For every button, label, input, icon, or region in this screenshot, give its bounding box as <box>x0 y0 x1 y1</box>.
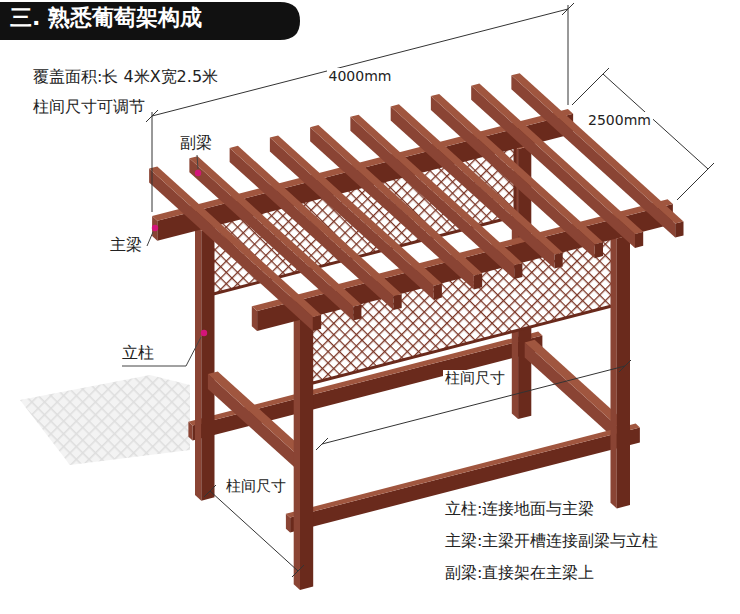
secondary-beam <box>431 94 603 244</box>
secondary-beam <box>149 167 321 317</box>
dimension-lines <box>146 3 714 577</box>
tick <box>146 110 158 122</box>
adjust-note: 柱间尺寸可调节 <box>33 98 145 116</box>
dimension-line <box>210 491 298 571</box>
description-note: 立柱:连接地面与主梁 <box>445 500 594 518</box>
secondary-beam <box>230 146 402 296</box>
ground-rail <box>286 424 640 518</box>
post <box>195 225 201 501</box>
post <box>300 317 313 590</box>
secondary-beam <box>511 75 675 237</box>
tick <box>204 485 216 497</box>
post <box>294 314 300 590</box>
ground-rail <box>290 427 640 532</box>
dimension-label: 4000mm <box>327 68 394 84</box>
description-note: 副梁:直接架在主梁上 <box>445 564 594 582</box>
secondary-beam <box>434 284 442 300</box>
part-label: 立柱 <box>122 344 154 362</box>
leader-line <box>197 155 198 169</box>
callout-dot <box>195 170 201 176</box>
secondary-beam <box>635 232 643 248</box>
part-label: 副梁 <box>180 134 212 152</box>
extension-line <box>568 5 569 105</box>
ground-shadow <box>20 375 190 465</box>
secondary-beam <box>391 104 563 254</box>
secondary-beam <box>514 263 522 279</box>
pergola <box>149 73 683 590</box>
secondary-beam <box>310 125 482 275</box>
dimension-line <box>152 9 568 116</box>
side-rail <box>208 374 300 473</box>
post <box>201 227 214 500</box>
secondary-beam <box>313 315 321 331</box>
secondary-beam <box>189 156 361 306</box>
tick <box>597 68 609 80</box>
extension-line <box>152 112 153 212</box>
tick <box>292 565 304 577</box>
description-note: 主梁:主梁开槽连接副梁与立柱 <box>445 532 658 550</box>
dimension-label: 柱间尺寸 <box>443 370 507 387</box>
leader-line <box>147 232 153 246</box>
callout-dot <box>152 225 158 231</box>
tick <box>316 438 328 450</box>
secondary-beam <box>555 253 563 269</box>
secondary-beam <box>595 242 603 258</box>
title: 三. 熟悉葡萄架构成 <box>10 5 202 31</box>
tick <box>702 163 714 175</box>
callout-dots <box>152 170 207 336</box>
secondary-beam <box>270 135 442 285</box>
part-label: 主梁 <box>110 236 142 254</box>
post <box>611 233 617 509</box>
secondary-beam <box>350 115 522 265</box>
dimension-label: 柱间尺寸 <box>224 478 288 495</box>
post <box>617 235 630 508</box>
secondary-beam <box>675 221 683 237</box>
area-note: 覆盖面积:长 4米X宽2.5米 <box>33 68 218 86</box>
secondary-beam <box>474 273 482 289</box>
secondary-beam <box>393 294 401 310</box>
leader-line <box>122 337 201 366</box>
tick <box>619 360 631 372</box>
title-banner <box>0 2 300 40</box>
secondary-beam <box>511 73 683 223</box>
dimension-line <box>322 366 625 444</box>
tick <box>562 3 574 15</box>
callout-dot <box>201 330 207 336</box>
dimension-label: 2500mm <box>586 112 653 128</box>
secondary-beam <box>353 304 361 320</box>
secondary-beam <box>471 84 643 234</box>
leader-lines <box>122 155 201 366</box>
side-rail <box>525 342 617 441</box>
